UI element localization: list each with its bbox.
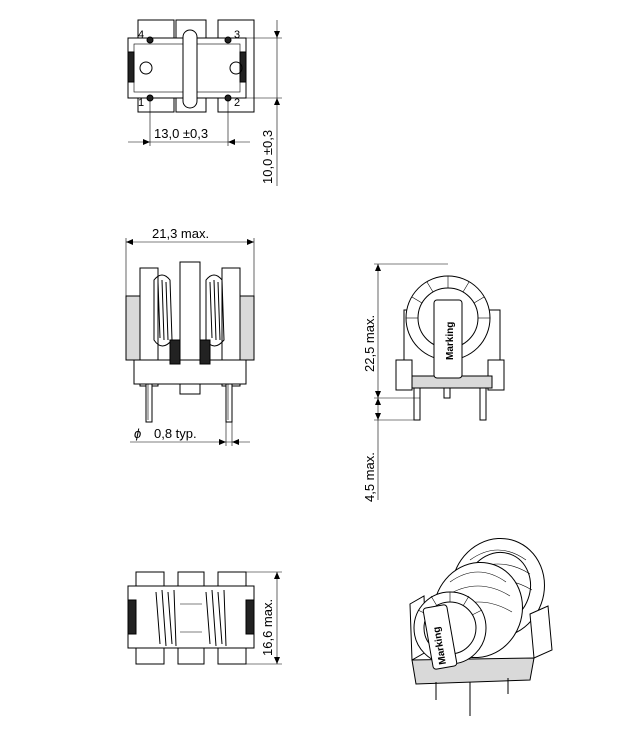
front-view: 21,3 max. ϕ 0,8 typ. — [125, 226, 255, 446]
top-height-dimension: 10,0 ±0,3 — [260, 130, 275, 184]
top-view: 4 3 1 2 13,0 ±0,3 10,0 ±0,3 — [127, 19, 282, 186]
pin-label-1: 1 — [138, 97, 144, 109]
pin-length-dimension: 4,5 max. — [362, 452, 377, 502]
pin-label-4: 4 — [138, 29, 144, 41]
side-view: Marking 22,5 max. 4,5 max. — [362, 263, 505, 502]
top-width-dimension: 13,0 ±0,3 — [154, 126, 208, 141]
pin-label-3: 3 — [234, 29, 240, 41]
side-marking-label: Marking — [445, 322, 456, 360]
bottom-depth-dimension: 16,6 max. — [260, 599, 275, 656]
isometric-view: Marking — [409, 537, 553, 716]
pin-diameter-symbol: ϕ — [134, 426, 141, 441]
bottom-view: 16,6 max. — [127, 571, 282, 665]
front-width-dimension: 21,3 max. — [152, 226, 209, 241]
pin-diameter-dimension: 0,8 typ. — [154, 426, 197, 441]
pin-label-2: 2 — [234, 97, 240, 109]
side-height-dimension: 22,5 max. — [362, 315, 377, 372]
